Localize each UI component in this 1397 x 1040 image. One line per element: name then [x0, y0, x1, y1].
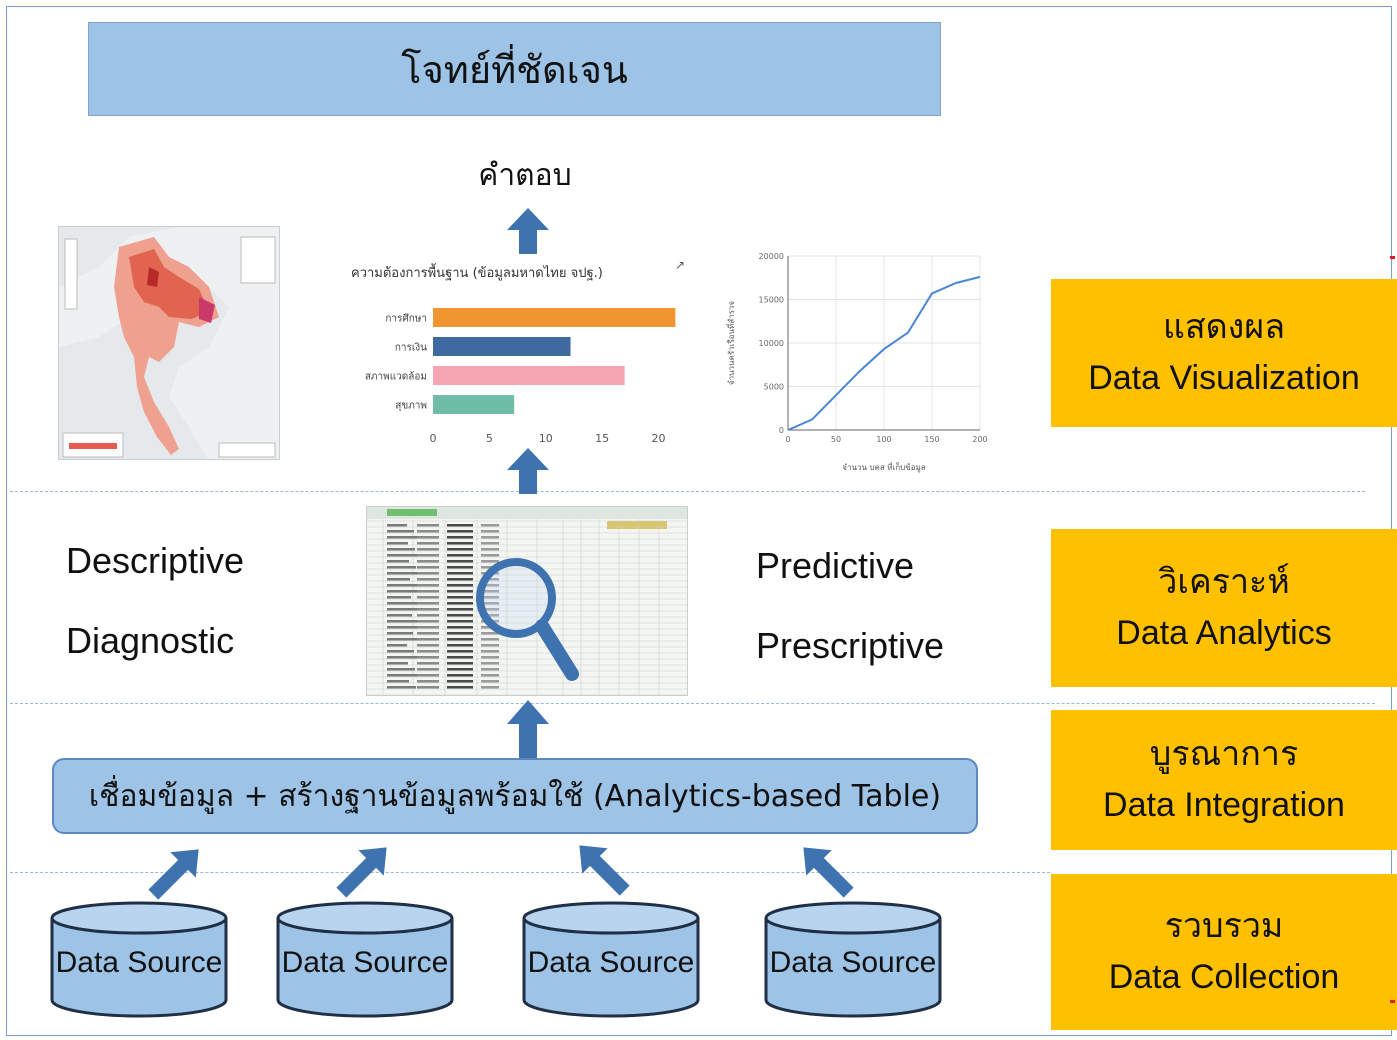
y-tick-label: 15000: [759, 296, 784, 305]
question-text: โจทย์ที่ชัดเจน: [401, 47, 628, 92]
answer-label: คำตอบ: [478, 158, 572, 193]
spreadsheet-image: [366, 506, 688, 696]
thailand-map-image: [58, 226, 280, 460]
data-source-cylinder: Data Source: [50, 900, 228, 1020]
stage-collection-th: รวบรวม: [1164, 906, 1284, 946]
external-link-icon: ↗: [675, 258, 686, 272]
y-axis-label: จำนวนครัวเรือนที่สำรวจ: [725, 301, 736, 385]
bar: [433, 337, 571, 356]
bar-chart: ความต้องการพื้นฐาน (ข้อมูลมหาดไทย จปฐ.) …: [345, 252, 695, 452]
bar-chart-title: ความต้องการพื้นฐาน (ข้อมูลมหาดไทย จปฐ.): [351, 266, 603, 281]
method-descriptive: Descriptive: [66, 540, 245, 581]
bar: [433, 366, 625, 385]
x-tick-label: 200: [972, 435, 987, 444]
bar: [433, 395, 515, 414]
method-prescriptive: Prescriptive: [756, 625, 945, 666]
y-tick-label: 20000: [759, 252, 784, 261]
stage-analytics-en: Data Analytics: [1116, 614, 1332, 652]
separator-integration: [10, 872, 1050, 873]
stage-visualization: แสดงผล Data Visualization: [1051, 279, 1397, 427]
data-source-cylinder: Data Source: [522, 900, 700, 1020]
stage-collection-en: Data Collection: [1108, 958, 1340, 996]
arrow-icon: [803, 847, 854, 898]
up-arrow-icon: [507, 208, 549, 254]
bar-category-label: สุขภาพ: [395, 401, 427, 412]
arrow-icon: [336, 847, 387, 898]
stage-integration: บูรณาการ Data Integration: [1051, 710, 1397, 850]
stage-analytics-th: วิเคราะห์: [1158, 562, 1290, 602]
data-source-cylinder: Data Source: [764, 900, 942, 1020]
bar-category-label: การเงิน: [395, 343, 427, 354]
stage-analytics: วิเคราะห์ Data Analytics: [1051, 529, 1397, 687]
clear-question-box: โจทย์ที่ชัดเจน: [88, 22, 941, 116]
up-arrow-icon: [507, 448, 549, 494]
line-chart: 0 5000 10000 15000 20000 0 50 100 150 200 จำนวน บค…: [720, 246, 1000, 486]
data-source-label: Data Source: [55, 946, 223, 979]
x-tick-label: 0: [785, 435, 790, 444]
stage-integration-en: Data Integration: [1103, 786, 1345, 824]
y-tick-label: 5000: [764, 383, 784, 392]
red-marker: [1390, 256, 1395, 259]
y-tick-label: 10000: [759, 339, 784, 348]
separator-visualization: [10, 491, 1365, 492]
bar: [433, 308, 676, 327]
stage-visualization-en: Data Visualization: [1088, 359, 1360, 397]
x-tick-label: 15: [595, 432, 609, 445]
y-tick-label: 0: [779, 426, 784, 435]
magnifier-icon: [476, 558, 579, 681]
x-tick-label: 50: [831, 435, 841, 444]
method-diagnostic: Diagnostic: [66, 620, 235, 661]
x-tick-label: 0: [430, 432, 437, 445]
data-source-label: Data Source: [769, 946, 937, 979]
bar-category-label: สภาพแวดล้อม: [365, 371, 427, 383]
stage-integration-th: บูรณาการ: [1149, 734, 1299, 774]
integration-text: เชื่อมข้อมูล + สร้างฐานข้อมูลพร้อมใช้ (A…: [88, 778, 942, 814]
stage-visualization-th: แสดงผล: [1162, 307, 1286, 347]
stage-collection: รวบรวม Data Collection: [1051, 874, 1397, 1030]
method-predictive: Predictive: [756, 545, 915, 586]
x-tick-label: 150: [924, 435, 939, 444]
x-tick-label: 5: [486, 432, 493, 445]
arrow-icon: [579, 845, 630, 896]
x-tick-label: 20: [651, 432, 665, 445]
x-tick-label: 100: [876, 435, 891, 444]
arrow-icon: [148, 849, 199, 900]
line-series: [787, 275, 981, 431]
bar-category-label: การศึกษา: [385, 313, 427, 325]
data-source-label: Data Source: [527, 946, 695, 979]
analytics-based-table-bar: เชื่อมข้อมูล + สร้างฐานข้อมูลพร้อมใช้ (A…: [52, 758, 978, 834]
red-marker: [1390, 1000, 1395, 1003]
separator-analytics: [10, 703, 1375, 704]
data-source-cylinder: Data Source: [276, 900, 454, 1020]
up-arrow-icon: [507, 700, 549, 760]
data-source-label: Data Source: [281, 946, 449, 979]
x-tick-label: 10: [539, 432, 553, 445]
diagram-frame: [6, 6, 1392, 1036]
x-axis-label: จำนวน บคส ที่เก็บข้อมูล: [842, 461, 925, 473]
